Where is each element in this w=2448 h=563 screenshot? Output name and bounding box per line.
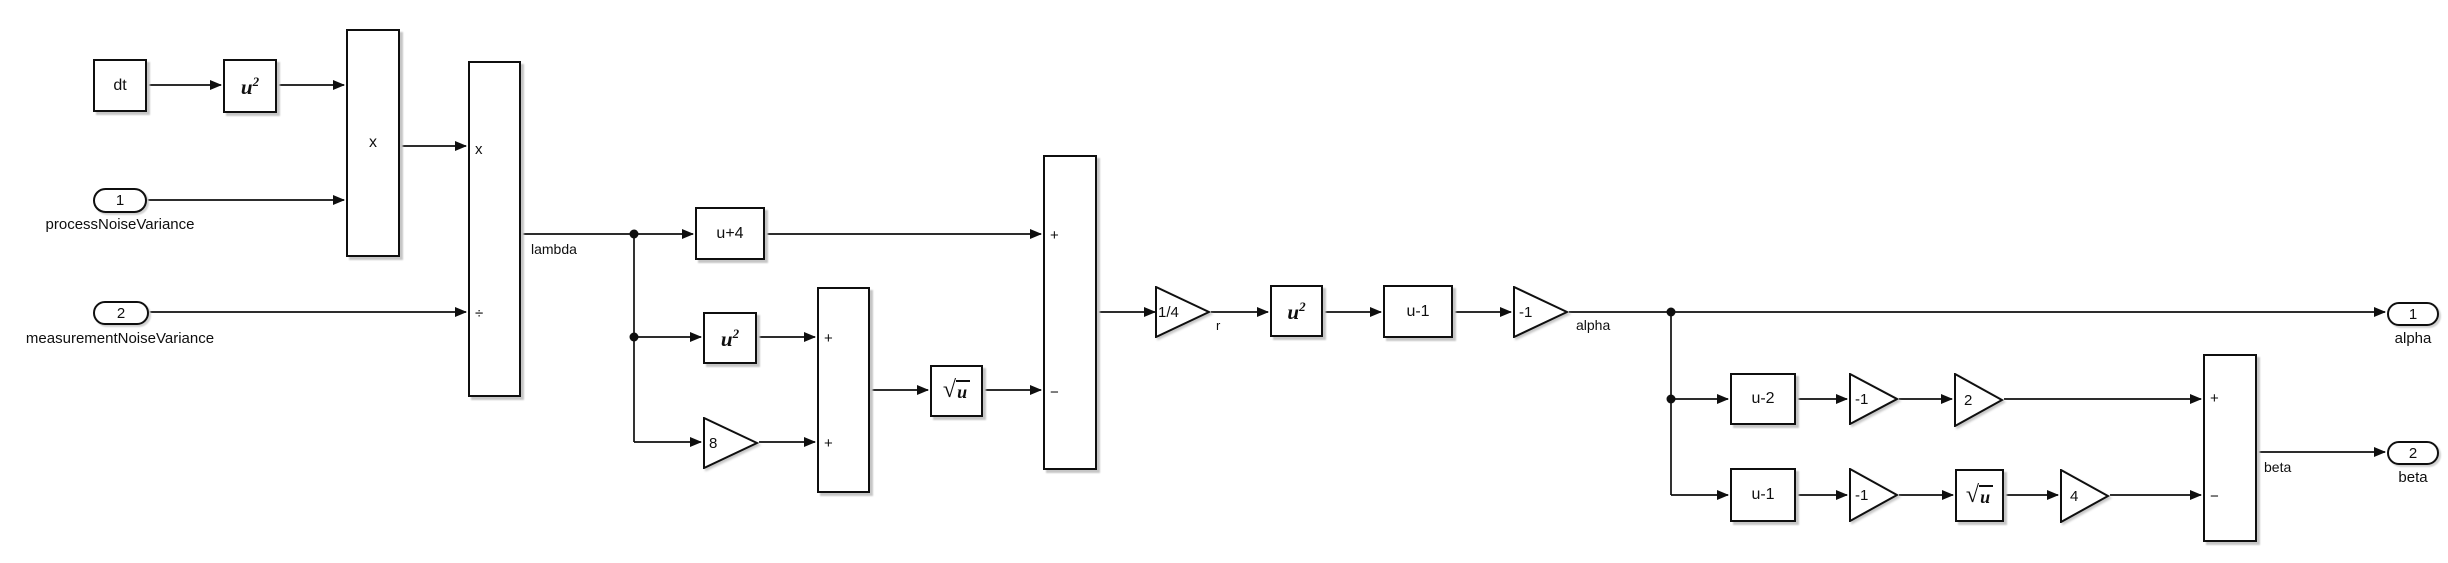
inport-2-name: measurementNoiseVariance	[25, 330, 215, 347]
gain-triangle-icon	[1155, 286, 1211, 338]
sqrt-block-1[interactable]: √u	[930, 365, 983, 417]
product-block[interactable]: x	[346, 29, 400, 257]
bias-u-minus-1-label: u-1	[1406, 302, 1430, 320]
divide-divide-op: ÷	[475, 305, 484, 322]
outport-alpha-name: alpha	[2394, 330, 2432, 347]
product-op: x	[369, 134, 377, 151]
bias-u-plus-4-block[interactable]: u+4	[695, 207, 765, 260]
signal-label-beta[interactable]: beta	[2264, 459, 2292, 475]
square-block-1[interactable]: u2	[223, 59, 277, 113]
square-block-3[interactable]: u2	[1270, 285, 1323, 337]
sum3-sign-top: +	[2210, 390, 2219, 407]
bias-u-minus-2-block[interactable]: u-2	[1730, 373, 1796, 425]
gain-triangle-icon	[1849, 373, 1899, 425]
sum1-sign-top: +	[824, 330, 833, 347]
gain-2-label: 2	[1964, 391, 1973, 409]
gain-4-block[interactable]: 4	[2060, 469, 2110, 523]
gain-triangle-icon	[1954, 373, 2004, 427]
sqrt-block-1-label: √u	[943, 378, 971, 402]
gain-neg1-upper-label: -1	[1855, 390, 1869, 408]
inport-1-number: 1	[115, 192, 125, 209]
square-block-2-label: u2	[720, 325, 740, 351]
signal-label-lambda[interactable]: lambda	[531, 241, 577, 257]
outport-beta-name: beta	[2398, 469, 2428, 486]
sum-block-1[interactable]: + +	[817, 287, 870, 493]
gain-quarter-block[interactable]: 1/4	[1155, 286, 1211, 338]
signal-label-alpha[interactable]: alpha	[1576, 317, 1611, 333]
inport-2[interactable]: 2	[93, 301, 149, 325]
inport-1-name: processNoiseVariance	[45, 216, 195, 233]
gain-8-label: 8	[709, 434, 718, 452]
divide-block[interactable]: x ÷	[468, 61, 521, 397]
bias-u-minus-2-label: u-2	[1751, 390, 1775, 407]
square-block-1-label: u2	[240, 73, 260, 99]
sqrt-block-2-label: √u	[1966, 483, 1994, 507]
gain-4-label: 4	[2070, 487, 2079, 505]
square-block-3-label: u2	[1287, 298, 1306, 324]
sum-block-2[interactable]: + −	[1043, 155, 1097, 470]
gain-neg1-label: -1	[1519, 303, 1533, 321]
outport-beta-number: 2	[2408, 444, 2418, 462]
sum1-sign-bottom: +	[824, 435, 833, 452]
gain-quarter-label: 1/4	[1158, 303, 1179, 321]
gain-triangle-icon	[2060, 469, 2110, 523]
sum-block-3[interactable]: + −	[2203, 354, 2257, 542]
signal-label-r[interactable]: r	[1216, 318, 1221, 333]
inport-2-number: 2	[116, 304, 126, 322]
outport-alpha-number: 1	[2408, 305, 2418, 323]
constant-dt-label: dt	[113, 76, 127, 94]
gain-triangle-icon	[1849, 468, 1899, 522]
bias-u-minus-1-block[interactable]: u-1	[1383, 285, 1453, 338]
sum2-sign-bottom: −	[1050, 384, 1059, 401]
gain-neg1-block[interactable]: -1	[1513, 286, 1569, 338]
bias-u-plus-4-label: u+4	[716, 224, 744, 242]
outport-beta[interactable]: 2	[2387, 441, 2439, 465]
gain-8-block[interactable]: 8	[703, 417, 759, 469]
gain-neg1-upper-block[interactable]: -1	[1849, 373, 1899, 425]
inport-1[interactable]: 1	[93, 188, 147, 213]
bias-u-minus-1-lower-block[interactable]: u-1	[1730, 468, 1796, 522]
sum3-sign-bottom: −	[2210, 488, 2219, 505]
gain-neg1-lower-block[interactable]: -1	[1849, 468, 1899, 522]
sum2-sign-top: +	[1050, 227, 1059, 244]
constant-dt-block[interactable]: dt	[93, 59, 147, 112]
bias-u-minus-1-lower-label: u-1	[1751, 486, 1775, 503]
divide-multiply-op: x	[475, 141, 483, 158]
outport-alpha[interactable]: 1	[2387, 302, 2439, 326]
gain-neg1-lower-label: -1	[1855, 486, 1869, 504]
gain-triangle-icon	[703, 417, 759, 469]
square-block-2[interactable]: u2	[703, 312, 757, 364]
gain-2-block[interactable]: 2	[1954, 373, 2004, 427]
gain-triangle-icon	[1513, 286, 1569, 338]
sqrt-block-2[interactable]: √u	[1955, 469, 2004, 522]
